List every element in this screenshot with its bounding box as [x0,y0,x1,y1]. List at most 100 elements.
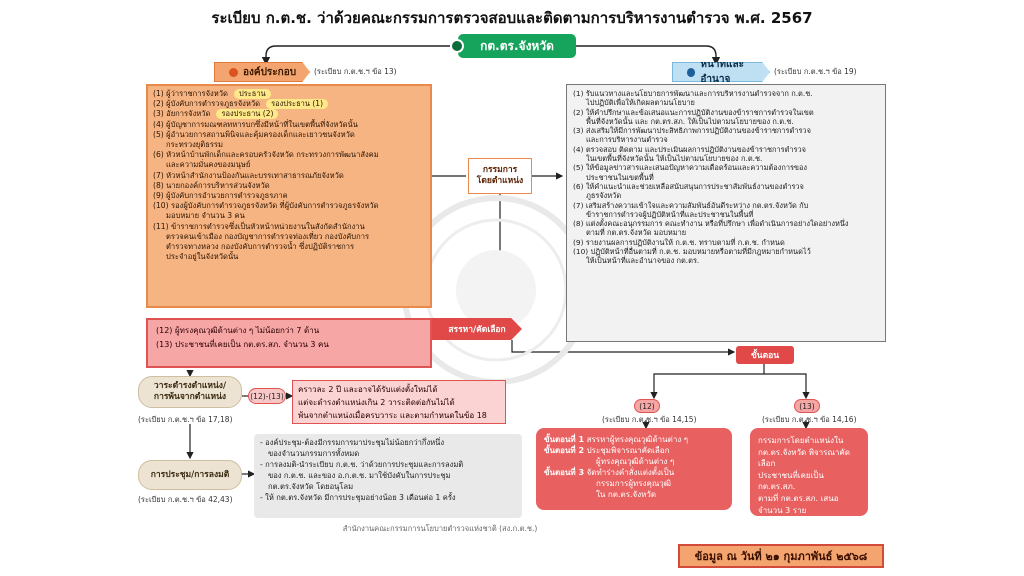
member-item: (7) หัวหน้าสำนักงานป้องกันและบรรเทาสาธาร… [153,171,425,181]
citizen-members-steps: กรรมการโดยตำแหน่งในกต.ตร.จังหวัด พิจารณา… [750,428,868,516]
branch-13-ref: (ระเบียบ ก.ต.ช.ฯ ข้อ 14,16) [762,415,857,424]
member-text-cont: และความมั่นคงของมนุษย์ [166,160,251,170]
procedure-step-head: ขั้นตอนที่ 2 [544,446,585,455]
citizen-step-line: ประชาชนที่เคยเป็น กต.ตร.สภ. [758,470,824,492]
member-text: (3) อัยการจังหวัด [153,109,211,119]
term-rule-line: คราวละ 2 ปี และอาจได้รับแต่งตั้งใหม่ได้ [298,385,438,394]
duty-text: (2) ให้คำปรึกษาและข้อเสนอแนะการปฏิบัติงา… [573,107,814,117]
data-date-box: ข้อมูล ณ วันที่ ๒๑ กุมภาพันธ์ ๒๕๖๘ [678,544,884,568]
citizen-step-line: กรรมการโดยตำแหน่งใน [758,436,844,445]
selected-member-item: (12) ผู้ทรงคุณวุฒิด้านต่าง ๆ ไม่น้อยกว่า… [156,326,320,335]
duty-text-cont: ภูธรจังหวัด [586,191,622,201]
term-applies-badge: (12)-(13) [248,388,286,404]
procedure-step-head: ขั้นตอนที่ 1 [544,435,585,444]
line-select-to-steps [511,340,736,356]
citizen-step-line: ตามที่ กต.ตร.สภ. เสนอ [758,493,839,503]
member-role-badge: รองประธาน (1) [266,99,328,110]
procedure-step-cont: ใน กต.ตร.จังหวัด [596,490,657,499]
line-center-to-duties [576,45,721,66]
duties-list: (1) รับแนวทางและนโยบายการพัฒนาและการบริห… [566,84,886,342]
duty-text-cont: พื้นที่จังหวัดนั้น และ กต.ตร.สภ. ให้เป็น… [586,116,794,126]
composition-dot-icon [229,67,238,77]
line-steps-to-13 [764,373,810,400]
procedure-tag: ขั้นตอน [736,346,794,364]
duty-text: (8) แต่งตั้งคณะอนุกรรมการ คณะทำงาน หรือท… [573,219,849,229]
procedure-step-cont: กรรมการผู้ทรงคุณวุฒิ [596,479,671,488]
procedure-step: ขั้นตอนที่ 1 สรรหาผู้ทรงคุณวุฒิด้านต่าง … [544,434,724,445]
procedure-step-cont: ผู้ทรงคุณวุฒิด้านต่าง ๆ [596,457,675,466]
member-text-cont: ประจำอยู่ในจังหวัดนั้น [166,252,239,262]
member-text: (7) หัวหน้าสำนักงานป้องกันและบรรเทาสาธาร… [153,170,344,180]
selected-member-item: (13) ประชาชนที่เคยเป็น กต.ตร.สภ. จำนวน 3… [156,340,329,349]
duty-text-cont: ไปปฏิบัติเพื่อให้เกิดผลตามนโยบาย [586,98,695,108]
duty-text-cont: ในเขตพื้นที่จังหวัดนั้น ให้เป็นไปตามนโยบ… [586,154,763,164]
member-text: (6) หัวหน้าบ้านพักเด็กและครอบครัวจังหวัด… [153,150,379,160]
branch-13-badge: (13) [794,399,820,413]
member-item: (6) หัวหน้าบ้านพักเด็กและครอบครัวจังหวัด… [153,150,425,170]
member-text-cont: ตรวจคนเข้าเมือง กองบัญชาการตำรวจท่องเที่… [166,231,370,241]
member-item: (9) ผู้บังคับการอำนวยการตำรวจภูธรภาค [153,191,425,201]
member-text: (2) ผู้บังคับการตำรวจภูธรจังหวัด [153,99,261,109]
meeting-rule-line: - ให้ กต.ตร.จังหวัด มีการประชุมอย่างน้อย… [260,493,456,502]
duty-text-cont: และการบริหารงานตำรวจ [586,135,668,145]
member-item: (4) ผู้บัญชาการมณฑลทหารบกซึ่งมีหน้าที่ใน… [153,120,425,130]
provincial-committee-node: กต.ตร.จังหวัด [458,34,576,58]
procedure-step-text: สรรหาผู้ทรงคุณวุฒิด้านต่าง ๆ [584,435,689,444]
ex-officio-members-list: (1) ผู้ว่าราชการจังหวัด ประธาน(2) ผู้บังค… [146,84,432,308]
member-text-cont: ตำรวจทางหลวง กองบังคับการตำรวจน้ำ ซึ่งปฏ… [166,242,355,252]
member-text: (1) ผู้ว่าราชการจังหวัด [153,89,228,98]
selected-members-list: (12) ผู้ทรงคุณวุฒิด้านต่าง ๆ ไม่น้อยกว่า… [146,318,432,368]
meeting-rules-text: - องค์ประชุม-ต้องมีกรรมการมาประชุมไม่น้อ… [254,434,522,518]
term-rules-text: คราวละ 2 ปี และอาจได้รับแต่งตั้งใหม่ได้แ… [292,380,506,424]
composition-ref: (ระเบียบ ก.ต.ช.ฯ ข้อ 13) [314,67,397,76]
meeting-rule-line: ของ ก.ต.ช. และของ อ.ก.ต.ช. มาใช้บังคับใน… [268,471,451,480]
duty-text: (3) ส่งเสริมให้มีการพัฒนาประสิทธิภาพการป… [573,126,811,136]
member-item: (10) รองผู้บังคับการตำรวจภูธรจังหวัด ที่… [153,201,425,221]
meeting-rule-line: - การลงมติ-นำระเบียบ ก.ต.ช. ว่าด้วยการปร… [260,460,464,469]
duties-tag-label: หน้าที่และอำนาจ [700,59,744,85]
meeting-box: การประชุม/การลงมติ [138,460,242,490]
duty-text-cont: ให้เป็นหน้าที่และอำนาจของ กต.ตร. [586,256,700,266]
member-role-badge: ประธาน [233,89,271,99]
duty-text-cont: ประชาชนในเขตพื้นที่ [586,172,654,182]
term-of-office-box: วาระดำรงตำแหน่ง/การพ้นจากตำแหน่ง [138,376,242,408]
member-item: (1) ผู้ว่าราชการจังหวัด ประธาน [153,89,425,99]
meeting-ref: (ระเบียบ ก.ต.ช.ฯ ข้อ 42,43) [138,495,233,504]
duty-item: (7) เสริมสร้างความเข้าใจและความสัมพันธ์อ… [573,201,879,220]
member-item: (8) นายกองค์การบริหารส่วนจังหวัด [153,181,425,191]
duty-text: (5) ให้ข้อมูลข่าวสารและเสนอปัญหาความเดือ… [573,163,808,173]
term-of-office-label: วาระดำรงตำแหน่ง/การพ้นจากตำแหน่ง [153,381,227,402]
member-text-cont: มอบหมาย จำนวน 3 คน [166,211,245,221]
duty-text: (9) รายงานผลการปฏิบัติงานให้ ก.ต.ช. ทราบ… [573,237,785,247]
duty-text: (4) ตรวจสอบ ติดตาม และประเมินผลการปฏิบัต… [573,144,807,154]
duty-text-cont: ข้าราชการตำรวจผู้ปฏิบัติหน้าที่และประชาช… [586,209,754,219]
term-ref: (ระเบียบ ก.ต.ช.ฯ ข้อ 17,18) [138,415,233,424]
member-item: (11) ข้าราชการตำรวจซึ่งเป็นหัวหน้าหน่วยง… [153,222,425,263]
ex-officio-role-box: กรรมการโดยตำแหน่ง [468,158,532,194]
meeting-rule-line: - องค์ประชุม-ต้องมีกรรมการมาประชุมไม่น้อ… [260,438,445,447]
procedure-step: ขั้นตอนที่ 2 ประชุมพิจารณาคัดเลือกผู้ทรง… [544,445,724,467]
branch-12-badge: (12) [634,399,660,413]
composition-tag: องค์ประกอบ [214,62,310,82]
duty-item: (8) แต่งตั้งคณะอนุกรรมการ คณะทำงาน หรือท… [573,219,879,238]
meeting-label: การประชุม/การลงมติ [150,469,230,480]
duty-item: (5) ให้ข้อมูลข่าวสารและเสนอปัญหาความเดือ… [573,163,879,182]
member-text: (10) รองผู้บังคับการตำรวจภูธรจังหวัด ที่… [153,201,379,211]
duty-item: (1) รับแนวทางและนโยบายการพัฒนาและการบริห… [573,89,879,108]
member-item: (5) ผู้อำนวยการสถานพินิจและคุ้มครองเด็กแ… [153,130,425,150]
member-role-badge: รองประธาน (2) [216,109,279,120]
procedure-step-head: ขั้นตอนที่ 3 [544,468,585,477]
meeting-rule-line: กต.ตร.จังหวัด โดยอนุโลม [268,482,354,491]
term-rule-line: แต่จะดำรงตำแหน่งเกิน 2 วาระติดต่อกันไม่ไ… [298,398,455,407]
member-item: (3) อัยการจังหวัด รองประธาน (2) [153,109,425,120]
member-text: (9) ผู้บังคับการอำนวยการตำรวจภูธรภาค [153,191,288,201]
page-title: ระเบียบ ก.ต.ช. ว่าด้วยคณะกรรมการตรวจสอบแ… [211,9,813,27]
member-item: (2) ผู้บังคับการตำรวจภูธรจังหวัด รองประธา… [153,99,425,110]
member-text-cont: กระทรวงยุติธรรม [166,140,223,150]
citizen-step-line: จำนวน 3 ราย [758,505,807,515]
citizen-step-line: กต.ตร.จังหวัด พิจารณาคัดเลือก [758,447,850,469]
center-dot-icon [450,39,464,53]
procedure-step: ขั้นตอนที่ 3 จัดทำร่างคำสั่งแต่งตั้งเป็น… [544,467,724,500]
duty-item: (9) รายงานผลการปฏิบัติงานให้ ก.ต.ช. ทราบ… [573,238,879,247]
